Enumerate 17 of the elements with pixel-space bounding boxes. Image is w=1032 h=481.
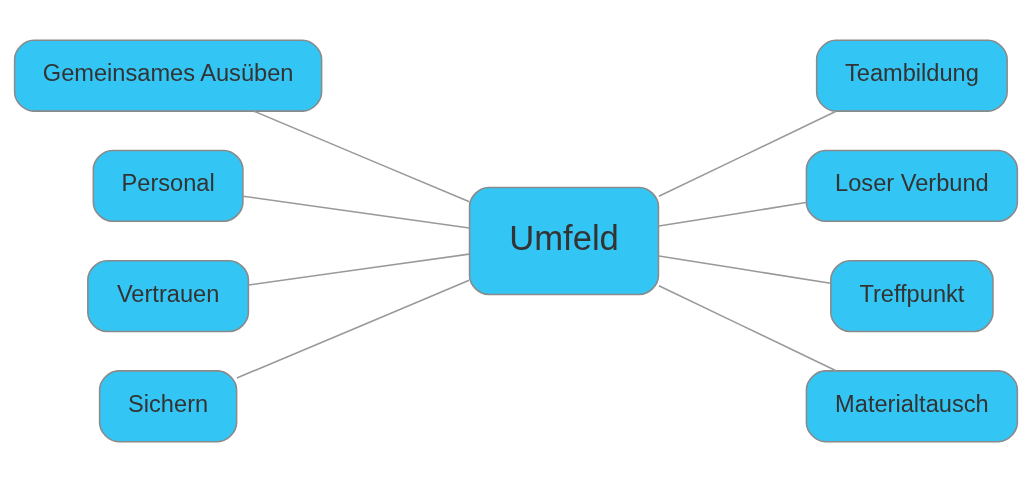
node-box: Treffpunkt xyxy=(830,259,994,332)
connector xyxy=(235,278,470,379)
node-box: Umfeld xyxy=(468,186,660,295)
connector xyxy=(658,284,837,371)
connector xyxy=(658,201,807,227)
connector xyxy=(253,109,471,203)
node-box: Personal xyxy=(92,149,244,222)
node-box: Vertrauen xyxy=(87,259,250,332)
node-box: Materialtausch xyxy=(805,369,1019,442)
node-box: Sichern xyxy=(98,369,238,442)
connector xyxy=(658,254,832,284)
connector xyxy=(658,110,837,197)
connector xyxy=(242,194,471,229)
node-box: Loser Verbund xyxy=(805,149,1019,222)
connector xyxy=(247,252,470,286)
node-box: Gemeinsames Ausüben xyxy=(13,39,323,112)
node-box: Teambildung xyxy=(815,39,1008,112)
